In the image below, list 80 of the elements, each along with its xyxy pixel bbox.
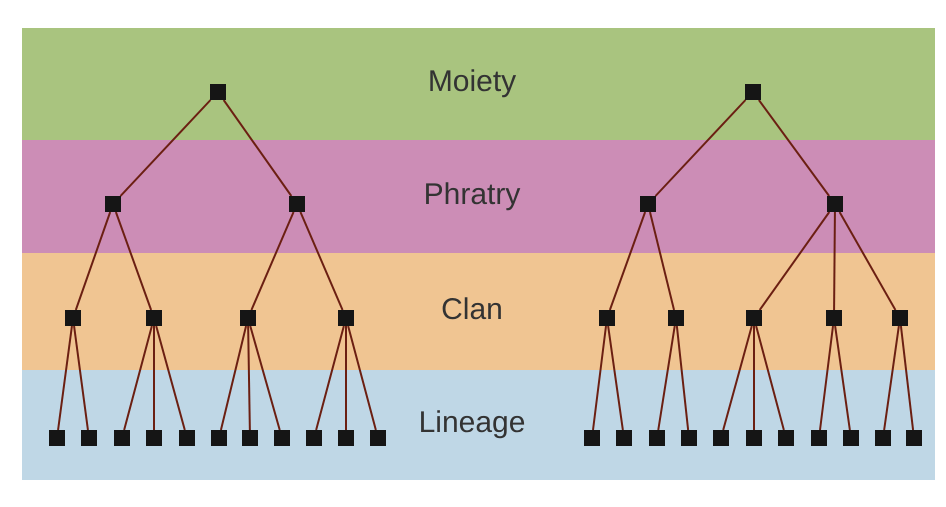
square-node <box>211 430 227 446</box>
square-node <box>274 430 290 446</box>
connector-line <box>123 326 153 430</box>
band <box>22 370 935 480</box>
square-node <box>49 430 65 446</box>
band <box>22 253 935 370</box>
connector-line <box>819 326 834 430</box>
connector-line <box>883 326 900 430</box>
square-node <box>843 430 859 446</box>
square-node <box>338 430 354 446</box>
square-node <box>370 430 386 446</box>
square-node <box>649 430 665 446</box>
connector-line <box>657 326 676 430</box>
connector-line <box>73 326 89 430</box>
connector-line <box>57 326 73 430</box>
connector-line <box>608 212 646 310</box>
connector-line <box>833 212 836 310</box>
connector-line <box>753 326 755 430</box>
square-node <box>640 196 656 212</box>
connector-line <box>220 326 248 430</box>
band-label: Moiety <box>426 64 518 100</box>
square-node <box>826 310 842 326</box>
square-node <box>745 84 761 100</box>
connector-line <box>250 212 294 310</box>
connector-line <box>315 326 345 430</box>
square-node <box>599 310 615 326</box>
band-label: Phratry <box>422 176 522 212</box>
square-node <box>289 196 305 212</box>
connector-line <box>834 326 851 430</box>
square-node <box>179 430 195 446</box>
square-node <box>746 430 762 446</box>
square-node <box>306 430 322 446</box>
square-node <box>827 196 843 212</box>
connector-line <box>345 326 347 430</box>
connector-line <box>676 326 690 430</box>
square-node <box>146 430 162 446</box>
square-node <box>338 310 354 326</box>
connector-line <box>654 99 746 197</box>
square-node <box>114 430 130 446</box>
square-node <box>81 430 97 446</box>
connector-line <box>722 326 753 430</box>
connector-line <box>838 212 896 310</box>
square-node <box>146 310 162 326</box>
band <box>22 140 935 253</box>
square-node <box>105 196 121 212</box>
band-label: Lineage <box>418 405 526 441</box>
square-node <box>584 430 600 446</box>
connector-line <box>900 326 914 430</box>
square-node <box>681 430 697 446</box>
connector-line <box>607 326 624 430</box>
connector-line <box>74 212 112 310</box>
connector-line <box>300 212 344 310</box>
connector-line <box>114 212 152 310</box>
square-node <box>746 310 762 326</box>
square-node <box>811 430 827 446</box>
square-node <box>713 430 729 446</box>
connector-line <box>155 326 186 430</box>
square-node <box>242 430 258 446</box>
connector-line <box>249 326 281 430</box>
band <box>22 28 935 140</box>
band-label: Clan <box>440 292 504 328</box>
connector-line <box>347 326 377 430</box>
square-node <box>892 310 908 326</box>
connector-line <box>247 326 251 430</box>
connector-line <box>758 211 830 311</box>
square-node <box>240 310 256 326</box>
square-node <box>875 430 891 446</box>
square-node <box>778 430 794 446</box>
square-node <box>906 430 922 446</box>
square-node <box>210 84 226 100</box>
connector-line <box>649 212 675 310</box>
connector-line <box>153 326 155 430</box>
connector-line <box>755 326 785 430</box>
connector-line <box>592 326 607 430</box>
connector-line <box>222 99 292 197</box>
connector-line <box>120 99 212 197</box>
square-node <box>65 310 81 326</box>
connector-line <box>758 99 830 197</box>
square-node <box>616 430 632 446</box>
square-node <box>668 310 684 326</box>
